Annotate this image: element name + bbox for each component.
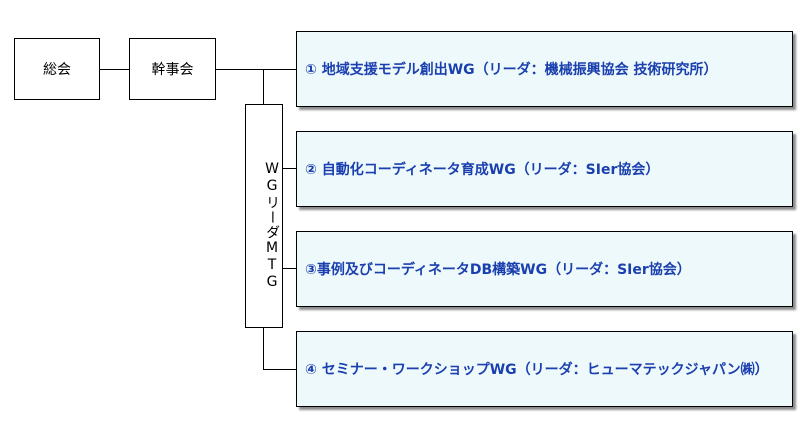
wg-box-1: ① 地域支援モデル創出WG（リーダ：機械振興協会 技術研究所）	[296, 31, 793, 107]
connector-assembly-executive	[99, 69, 130, 70]
general-assembly-label: 総会	[43, 62, 71, 78]
wg-label-1: ① 地域支援モデル創出WG（リーダ：機械振興協会 技術研究所）	[305, 62, 718, 78]
connector-mtg-wg3	[283, 268, 296, 269]
wg-leader-mtg-label: WGリーダMTG	[264, 161, 280, 291]
connector-trunk-top	[263, 69, 264, 104]
executive-committee-label: 幹事会	[151, 62, 194, 78]
wg-label-2: ② 自動化コーディネータ育成WG（リーダ：SIer協会）	[305, 162, 660, 178]
wg-box-3: ③事例及びコーディネータDB構築WG（リーダ：SIer協会）	[296, 231, 793, 307]
general-assembly-box: 総会	[14, 38, 100, 100]
connector-executive-wg1	[215, 69, 296, 70]
wg-leader-mtg-box: WGリーダMTG	[245, 104, 283, 328]
connector-mtg-wg2	[283, 168, 296, 169]
wg-label-4: ④ セミナー・ワークショップWG（リーダ：ヒューマテックジャパン㈱）	[305, 362, 769, 378]
wg-box-2: ② 自動化コーディネータ育成WG（リーダ：SIer協会）	[296, 131, 793, 207]
executive-committee-box: 幹事会	[129, 38, 216, 100]
connector-trunk-wg4	[263, 369, 296, 370]
wg-label-3: ③事例及びコーディネータDB構築WG（リーダ：SIer協会）	[305, 262, 691, 278]
connector-trunk-bottom	[263, 328, 264, 370]
wg-box-4: ④ セミナー・ワークショップWG（リーダ：ヒューマテックジャパン㈱）	[296, 331, 793, 407]
